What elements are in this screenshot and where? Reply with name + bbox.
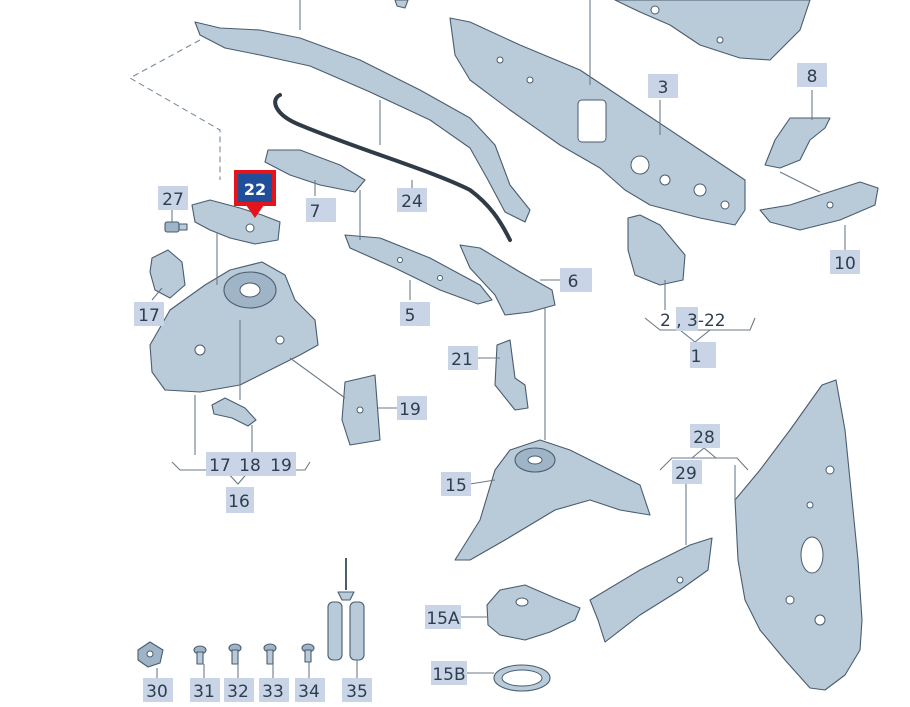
bracket-18[interactable]: [211, 397, 257, 427]
svg-text:8: 8: [807, 67, 818, 87]
label-5[interactable]: 5: [400, 302, 430, 326]
rail-7[interactable]: [264, 149, 366, 193]
gasket-15b[interactable]: [493, 664, 551, 692]
top-small-part[interactable]: [394, 0, 409, 9]
svg-text:35: 35: [346, 682, 368, 702]
svg-text:24: 24: [401, 192, 423, 212]
svg-text:34: 34: [298, 682, 320, 702]
bulkhead-panel-3[interactable]: [449, 17, 746, 226]
wheel-housing-16[interactable]: [149, 261, 319, 393]
side-member-6[interactable]: [459, 244, 556, 316]
label-2-3-22[interactable]: 2 , 3-22: [660, 307, 726, 331]
svg-text:32: 32: [227, 682, 249, 702]
label-17-top[interactable]: 17: [134, 302, 164, 326]
label-17-bottom[interactable]: 17: [206, 452, 236, 476]
label-7[interactable]: 7: [306, 198, 336, 222]
rail-5[interactable]: [344, 234, 493, 305]
plate-19[interactable]: [341, 374, 381, 446]
svg-text:17: 17: [209, 456, 231, 476]
upper-beam[interactable]: [194, 21, 531, 223]
label-15[interactable]: 15: [441, 472, 471, 496]
svg-text:16: 16: [228, 492, 250, 512]
svg-text:31: 31: [193, 682, 215, 702]
label-34[interactable]: 34: [295, 678, 325, 702]
adhesive-cartridge-35[interactable]: [327, 558, 365, 661]
bolt-27[interactable]: [164, 221, 188, 233]
label-1[interactable]: 1: [690, 342, 716, 368]
label-16[interactable]: 16: [226, 487, 254, 513]
bracket-2[interactable]: [627, 214, 686, 286]
label-15a[interactable]: 15A: [425, 605, 461, 629]
strut-housing-15[interactable]: [454, 439, 651, 561]
label-3[interactable]: 3: [648, 74, 678, 98]
svg-text:7: 7: [310, 202, 321, 222]
label-10[interactable]: 10: [830, 250, 860, 274]
label-29[interactable]: 29: [672, 460, 702, 484]
label-19-bottom[interactable]: 19: [266, 452, 296, 476]
svg-text:33: 33: [262, 682, 284, 702]
svg-text:22: 22: [244, 180, 266, 199]
screw-31[interactable]: [193, 645, 207, 665]
label-33[interactable]: 33: [259, 678, 289, 702]
svg-text:19: 19: [270, 456, 292, 476]
svg-text:6: 6: [568, 272, 579, 292]
label-18[interactable]: 18: [236, 452, 266, 476]
bracket-17[interactable]: [149, 249, 186, 299]
svg-text:19: 19: [399, 400, 421, 420]
svg-text:15B: 15B: [432, 665, 465, 685]
svg-text:30: 30: [146, 682, 168, 702]
screw-32[interactable]: [228, 643, 242, 665]
label-27[interactable]: 27: [158, 186, 188, 210]
side-panel-28[interactable]: [734, 379, 863, 691]
svg-text:28: 28: [693, 428, 715, 448]
bracket-8[interactable]: [764, 117, 831, 169]
label-8[interactable]: 8: [797, 63, 827, 87]
screw-33[interactable]: [263, 643, 277, 665]
svg-text:5: 5: [405, 306, 416, 326]
label-15b[interactable]: 15B: [431, 661, 467, 685]
svg-text:29: 29: [675, 464, 697, 484]
svg-text:17: 17: [138, 306, 160, 326]
top-right-panel[interactable]: [614, 0, 811, 61]
svg-text:1: 1: [691, 347, 702, 367]
label-35[interactable]: 35: [342, 678, 372, 702]
bracket-22[interactable]: [191, 199, 281, 245]
svg-text:10: 10: [834, 254, 856, 274]
screw-34[interactable]: [301, 643, 315, 663]
leader-lines: [128, 0, 846, 678]
bracket-21[interactable]: [494, 339, 529, 411]
label-19-right[interactable]: 19: [397, 396, 427, 420]
label-30[interactable]: 30: [143, 678, 173, 702]
svg-text:18: 18: [239, 456, 261, 476]
panel-29[interactable]: [589, 537, 713, 643]
highlighted-label-22[interactable]: 22: [234, 170, 276, 218]
label-24[interactable]: 24: [397, 188, 427, 212]
bracket-10[interactable]: [759, 181, 879, 231]
svg-text:21: 21: [451, 350, 473, 370]
svg-text:15: 15: [445, 476, 467, 496]
svg-text:2 , 3-22: 2 , 3-22: [660, 311, 726, 331]
svg-text:3: 3: [658, 78, 669, 98]
label-21[interactable]: 21: [448, 346, 478, 370]
label-31[interactable]: 31: [190, 678, 220, 702]
label-32[interactable]: 32: [224, 678, 254, 702]
svg-text:15A: 15A: [426, 609, 460, 629]
svg-text:27: 27: [162, 190, 184, 210]
label-28[interactable]: 28: [690, 424, 720, 448]
label-6[interactable]: 6: [560, 268, 592, 292]
clip-nut-30[interactable]: [137, 641, 164, 668]
strut-mount-15a[interactable]: [486, 584, 581, 641]
seal-strip-24[interactable]: [273, 93, 512, 242]
